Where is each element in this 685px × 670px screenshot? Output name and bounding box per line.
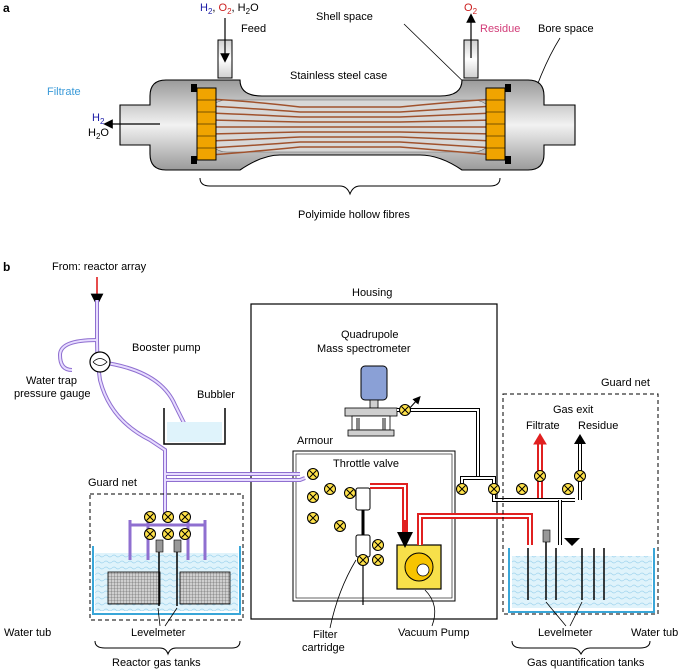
quant-tanks-label: Gas quantification tanks: [527, 657, 645, 669]
guard-net-right-label: Guard net: [601, 377, 650, 389]
levelmeter-right-label: Levelmeter: [538, 627, 593, 639]
valve-cross: [181, 513, 189, 521]
bore-space-label: Bore space: [538, 23, 594, 35]
quant-tanks-brace: [511, 640, 651, 656]
guard-net-left-label: Guard net: [88, 477, 137, 489]
valve-cross: [490, 485, 498, 493]
valve-cross: [458, 485, 466, 493]
valve-cross: [518, 485, 526, 493]
levelmeter-left-leader: [157, 607, 178, 627]
gas-quantification-tanks: [527, 529, 605, 600]
water-tub-left-label: Water tub: [4, 627, 51, 639]
stainless-case-label: Stainless steel case: [290, 70, 387, 82]
panel-a: a H2, O2, H2O Feed O2 Residue Shell spac…: [3, 1, 594, 221]
bubbler: [163, 408, 226, 445]
feed-gas-label: H2, O2, H2O: [200, 2, 259, 16]
hollow-fibres: [209, 98, 495, 156]
gas-exit-label: Gas exit: [553, 404, 593, 416]
left-manifold: [128, 520, 207, 560]
booster-pump: [89, 351, 111, 373]
filtrate-h2o-label: H2O: [88, 127, 109, 141]
booster-pump-label: Booster pump: [132, 342, 200, 354]
filtrate-label: Filtrate: [47, 86, 81, 98]
o2-out-label: O2: [464, 2, 478, 16]
fibres-brace: [199, 177, 501, 196]
qms-line-core: [397, 409, 479, 478]
valve-cross: [346, 489, 354, 497]
vacuum-pump-label: Vacuum Pump: [398, 627, 469, 639]
armour-box-inner: [295, 453, 453, 599]
valve-cross: [374, 556, 382, 564]
valve-cross: [564, 485, 572, 493]
valve-cross: [359, 556, 367, 564]
water-tub-right-label: Water tub: [631, 627, 678, 639]
guard-net-right: [502, 393, 659, 615]
booster-pump-rotor: [92, 358, 108, 366]
valve-cross: [309, 514, 317, 522]
armour-box: [292, 450, 456, 602]
valve-cross: [336, 522, 344, 530]
qms-line: [397, 408, 480, 478]
valve-cross: [374, 541, 382, 549]
valve-cross: [164, 513, 172, 521]
panel-b: b From: reactor array Housing Armour Thr…: [3, 260, 678, 669]
valve-cross: [309, 470, 317, 478]
throttle-valve-label: Throttle valve: [333, 458, 399, 470]
housing-label: Housing: [352, 287, 392, 299]
panel-b-label: b: [3, 260, 10, 274]
valve-cross: [181, 530, 189, 538]
reactor-tanks-label: Reactor gas tanks: [112, 657, 201, 669]
panel-a-label: a: [3, 1, 10, 15]
qms-label-2: Mass spectrometer: [317, 343, 411, 355]
levelmeter-left-label: Levelmeter: [131, 627, 186, 639]
from-reactor-label: From: reactor array: [52, 261, 147, 273]
housing-box: [250, 303, 498, 620]
vacuum-pump-leader: [424, 589, 436, 627]
filter-cartridge: [355, 487, 371, 605]
water-trap-label-2: pressure gauge: [14, 388, 90, 400]
valve-cross: [576, 472, 584, 480]
vacuum-pump: [396, 544, 442, 590]
valve-cross: [164, 530, 172, 538]
bubbler-label: Bubbler: [197, 389, 235, 401]
filter-leader: [329, 559, 357, 629]
filtrate-out-label: Filtrate: [526, 420, 560, 432]
valve-cross: [326, 485, 334, 493]
water-trap-label-1: Water trap: [26, 375, 77, 387]
levelmeter-right-leader: [545, 601, 583, 627]
valve-cross: [401, 406, 409, 414]
valve-cross: [309, 493, 317, 501]
right-end-cap: [485, 84, 511, 164]
qms-label-1: Quadrupole: [341, 329, 399, 341]
mass-spectrometer: [344, 365, 398, 437]
shell-space-label: Shell space: [316, 11, 373, 23]
reactor-gas-tanks: [107, 539, 231, 606]
feed-label: Feed: [241, 23, 266, 35]
valve-cross: [146, 530, 154, 538]
purple-tubing-core: [58, 300, 306, 520]
residue-out-label: Residue: [578, 420, 618, 432]
valve-cross: [146, 513, 154, 521]
filter-label-1: Filter: [313, 629, 338, 641]
filter-label-2: cartridge: [302, 642, 345, 654]
valve-cross: [536, 472, 544, 480]
left-end-cap: [191, 84, 217, 164]
valves: [144, 404, 586, 566]
residue-label: Residue: [480, 23, 520, 35]
filtrate-h2-label: H2: [92, 112, 105, 126]
fibres-label: Polyimide hollow fibres: [298, 209, 410, 221]
armour-label: Armour: [297, 435, 333, 447]
reactor-tanks-brace: [94, 640, 241, 656]
